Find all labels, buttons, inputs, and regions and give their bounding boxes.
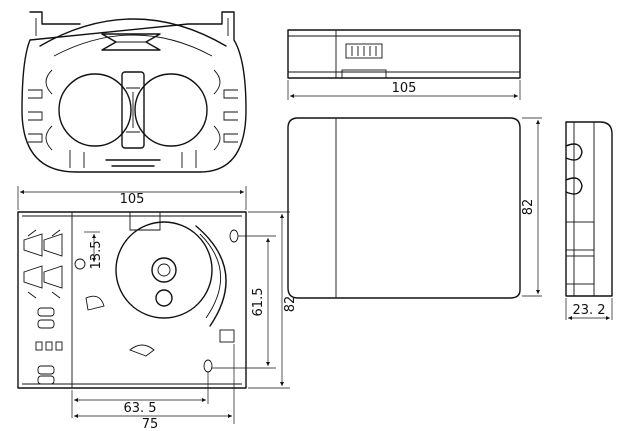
dim-side-view-depth: 23. 2 — [572, 303, 605, 318]
dim-base-width: 75 — [142, 417, 159, 431]
box-top-view: 105 — [287, 29, 521, 100]
box-inside-view: 105 13.5 61.5 — [17, 186, 298, 431]
dim-inner-width: 63. 5 — [123, 401, 156, 416]
dim-inside-width: 105 — [120, 192, 145, 207]
splice-tray-view — [21, 11, 247, 173]
box-side-view: 23. 2 — [565, 121, 613, 321]
dim-inside-height: 82 — [283, 296, 298, 313]
dim-front-view-height: 82 — [521, 199, 536, 216]
box-front-view: 82 — [287, 117, 542, 299]
dim-offset: 13.5 — [89, 241, 104, 270]
dim-top-view-width: 105 — [392, 81, 417, 96]
dim-inner-height: 61.5 — [251, 288, 266, 317]
